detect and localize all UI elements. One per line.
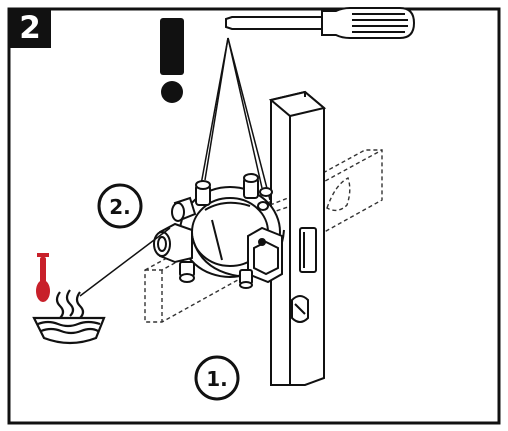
- step-number-badge: 2: [9, 9, 51, 48]
- mounting-rail: [268, 90, 327, 386]
- pointer-line: [79, 227, 171, 297]
- callout-2-label: 2.: [109, 195, 131, 219]
- callout-1-label: 1.: [206, 367, 228, 391]
- hot-water-icon: [32, 289, 106, 345]
- callout-2: 2.: [97, 183, 143, 229]
- screwdriver-icon: [225, 7, 416, 39]
- valve-body: [153, 173, 285, 289]
- frame-border: [7, 7, 501, 425]
- thermometer-icon: [36, 253, 50, 302]
- screwdriver-guide-lines: [199, 37, 271, 201]
- exclamation-icon: [160, 18, 184, 103]
- callout-1: 1.: [194, 355, 240, 401]
